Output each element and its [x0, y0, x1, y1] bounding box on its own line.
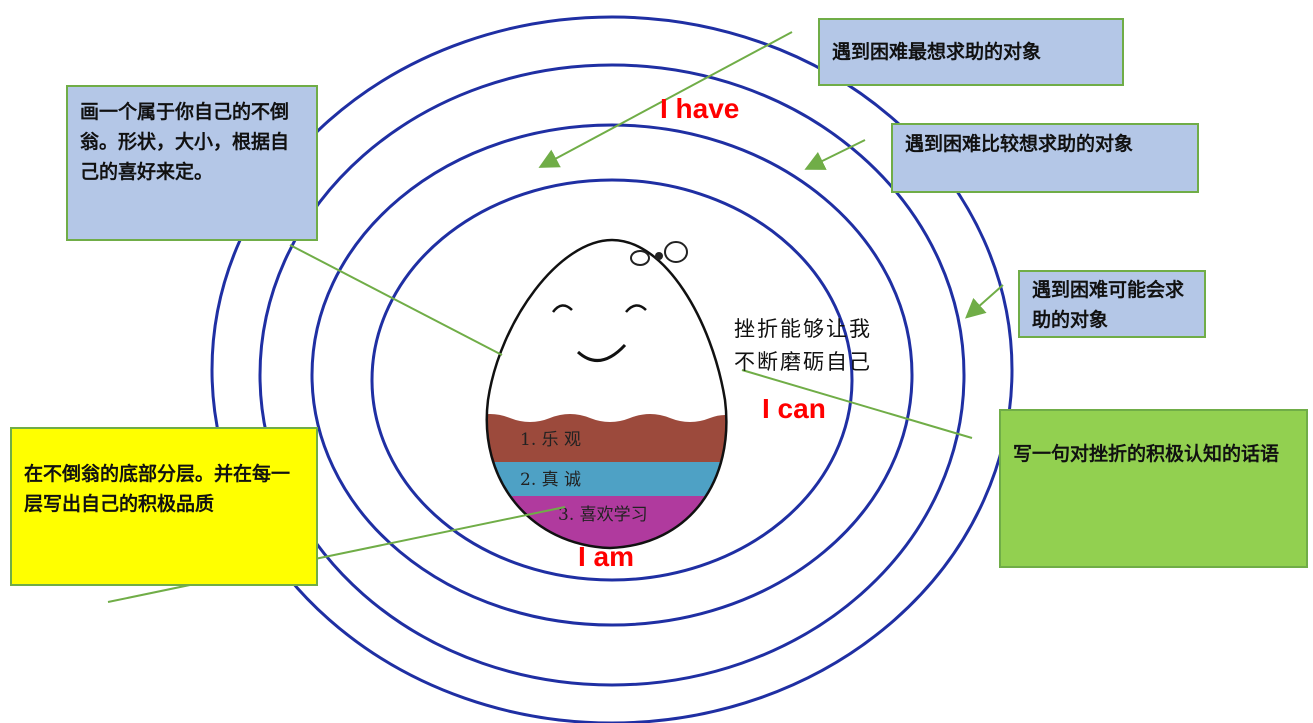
handwritten-note-line-2: 不断磨砺自己 — [734, 350, 872, 374]
box-more-help-text: 遇到困难比较想求助的对象 — [905, 133, 1134, 155]
box-positive-words-text: 写一句对挫折的积极认知的话语 — [1013, 443, 1280, 465]
handwritten-note: 挫折能够让我 不断磨砺自己 — [734, 313, 872, 379]
ring-third — [258, 63, 966, 687]
bow-icon — [630, 241, 688, 266]
box-layer-instruction: 在不倒翁的底部分层。并在每一层写出自己的积极品质 — [10, 427, 318, 586]
connector-most-help — [538, 31, 793, 168]
tumbler-doll: 1. 乐 观 2. 真 诚 3. 喜欢学习 — [485, 238, 728, 550]
ring-second — [310, 123, 914, 627]
smile — [576, 343, 627, 362]
box-maybe-help-text: 遇到困难可能会求助的对象 — [1032, 279, 1185, 331]
connector-words — [741, 369, 973, 439]
label-i-am: I am — [578, 541, 635, 572]
layer-label-2: 2. 真 诚 — [520, 470, 581, 490]
box-layer-instruction-text: 在不倒翁的底部分层。并在每一层写出自己的积极品质 — [24, 463, 291, 515]
connector-maybe-help — [965, 284, 1004, 319]
layer-label-3: 3. 喜欢学习 — [558, 505, 648, 525]
label-i-have: I have — [660, 93, 740, 124]
connector-layer — [107, 506, 566, 603]
left-eye — [552, 304, 573, 313]
box-positive-words: 写一句对挫折的积极认知的话语 — [999, 409, 1308, 568]
connector-draw — [289, 244, 503, 356]
box-draw-instruction: 画一个属于你自己的不倒翁。形状，大小，根据自己的喜好来定。 — [66, 85, 318, 241]
doll-outline — [485, 238, 728, 550]
box-draw-instruction-text: 画一个属于你自己的不倒翁。形状，大小，根据自己的喜好来定。 — [80, 101, 290, 183]
box-maybe-help: 遇到困难可能会求助的对象 — [1018, 270, 1206, 338]
handwritten-note-line-1: 挫折能够让我 — [734, 317, 872, 341]
box-more-help: 遇到困难比较想求助的对象 — [891, 123, 1199, 193]
layer-band-1 — [486, 414, 727, 462]
ring-inner — [370, 178, 854, 582]
layer-label-1: 1. 乐 观 — [520, 430, 581, 450]
layer-band-2 — [486, 462, 727, 496]
right-eye — [625, 304, 647, 313]
box-most-help-text: 遇到困难最想求助的对象 — [832, 41, 1042, 63]
box-most-help: 遇到困难最想求助的对象 — [818, 18, 1124, 86]
ring-outer — [210, 15, 1014, 723]
label-i-can: I can — [762, 393, 826, 424]
connector-more-help — [804, 139, 866, 170]
